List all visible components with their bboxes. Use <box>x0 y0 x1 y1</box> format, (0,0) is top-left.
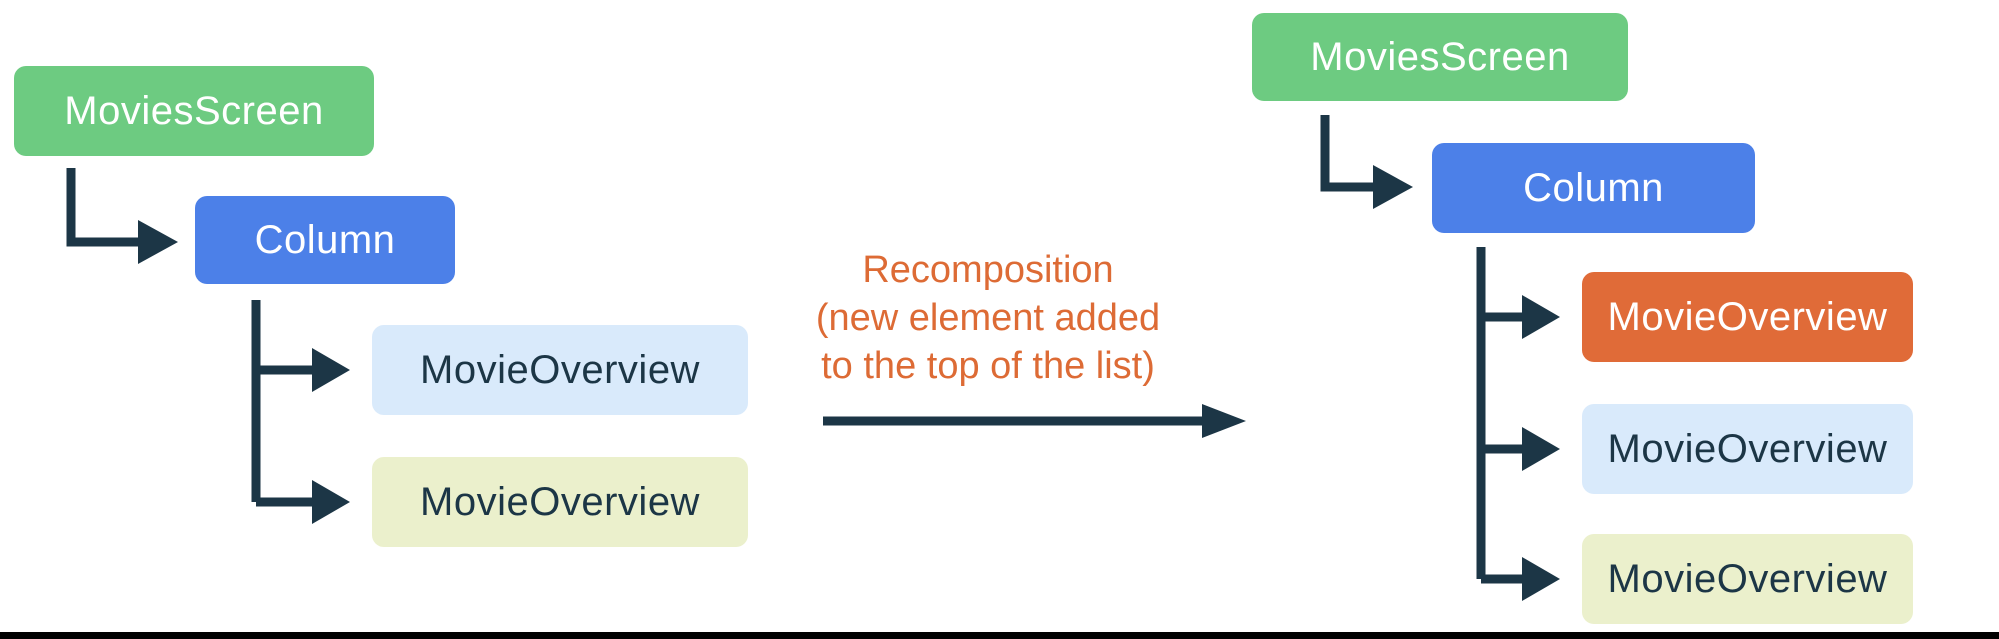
arrowhead-right-branch-3-icon <box>1522 557 1560 601</box>
node-moviesscreen-left: MoviesScreen <box>14 66 374 156</box>
arrowhead-left-branch-2-icon <box>312 480 350 524</box>
node-column-right: Column <box>1432 143 1755 233</box>
node-column-left: Column <box>195 196 455 284</box>
arrowhead-left-branch-1-icon <box>312 348 350 392</box>
arrowhead-right-branch-2-icon <box>1522 427 1560 471</box>
recomposition-arrowhead-icon <box>1202 404 1246 438</box>
node-movieoverview-right-1: MovieOverview <box>1582 404 1913 494</box>
node-label: Column <box>1523 165 1664 210</box>
annotation-line-3: to the top of the list) <box>821 345 1155 387</box>
arrowhead-right-branch-1-icon <box>1522 295 1560 339</box>
node-label: MoviesScreen <box>64 88 324 133</box>
connector-left-root <box>66 168 140 247</box>
node-label: MoviesScreen <box>1310 34 1570 79</box>
node-label: MovieOverview <box>1607 556 1888 601</box>
arrowhead-right-root-icon <box>1373 165 1413 209</box>
node-movieoverview-left-1: MovieOverview <box>372 325 748 415</box>
node-label: MovieOverview <box>420 479 700 524</box>
annotation-line-1: Recomposition <box>862 249 1114 291</box>
node-label: MovieOverview <box>1607 294 1888 339</box>
node-label: MovieOverview <box>1607 426 1888 471</box>
node-label: Column <box>254 217 396 262</box>
node-label: MovieOverview <box>420 347 700 392</box>
arrowhead-left-root-icon <box>138 220 178 264</box>
annotation-line-2: (new element added <box>815 297 1161 339</box>
node-movieoverview-right-new: MovieOverview <box>1582 272 1913 362</box>
node-movieoverview-right-2: MovieOverview <box>1582 534 1913 624</box>
node-movieoverview-left-2: MovieOverview <box>372 457 748 547</box>
connector-right-root <box>1320 115 1375 192</box>
node-moviesscreen-right: MoviesScreen <box>1252 13 1628 101</box>
recomposition-annotation: Recomposition (new element added to the … <box>816 246 1160 390</box>
bottom-border-bar <box>0 632 1999 639</box>
